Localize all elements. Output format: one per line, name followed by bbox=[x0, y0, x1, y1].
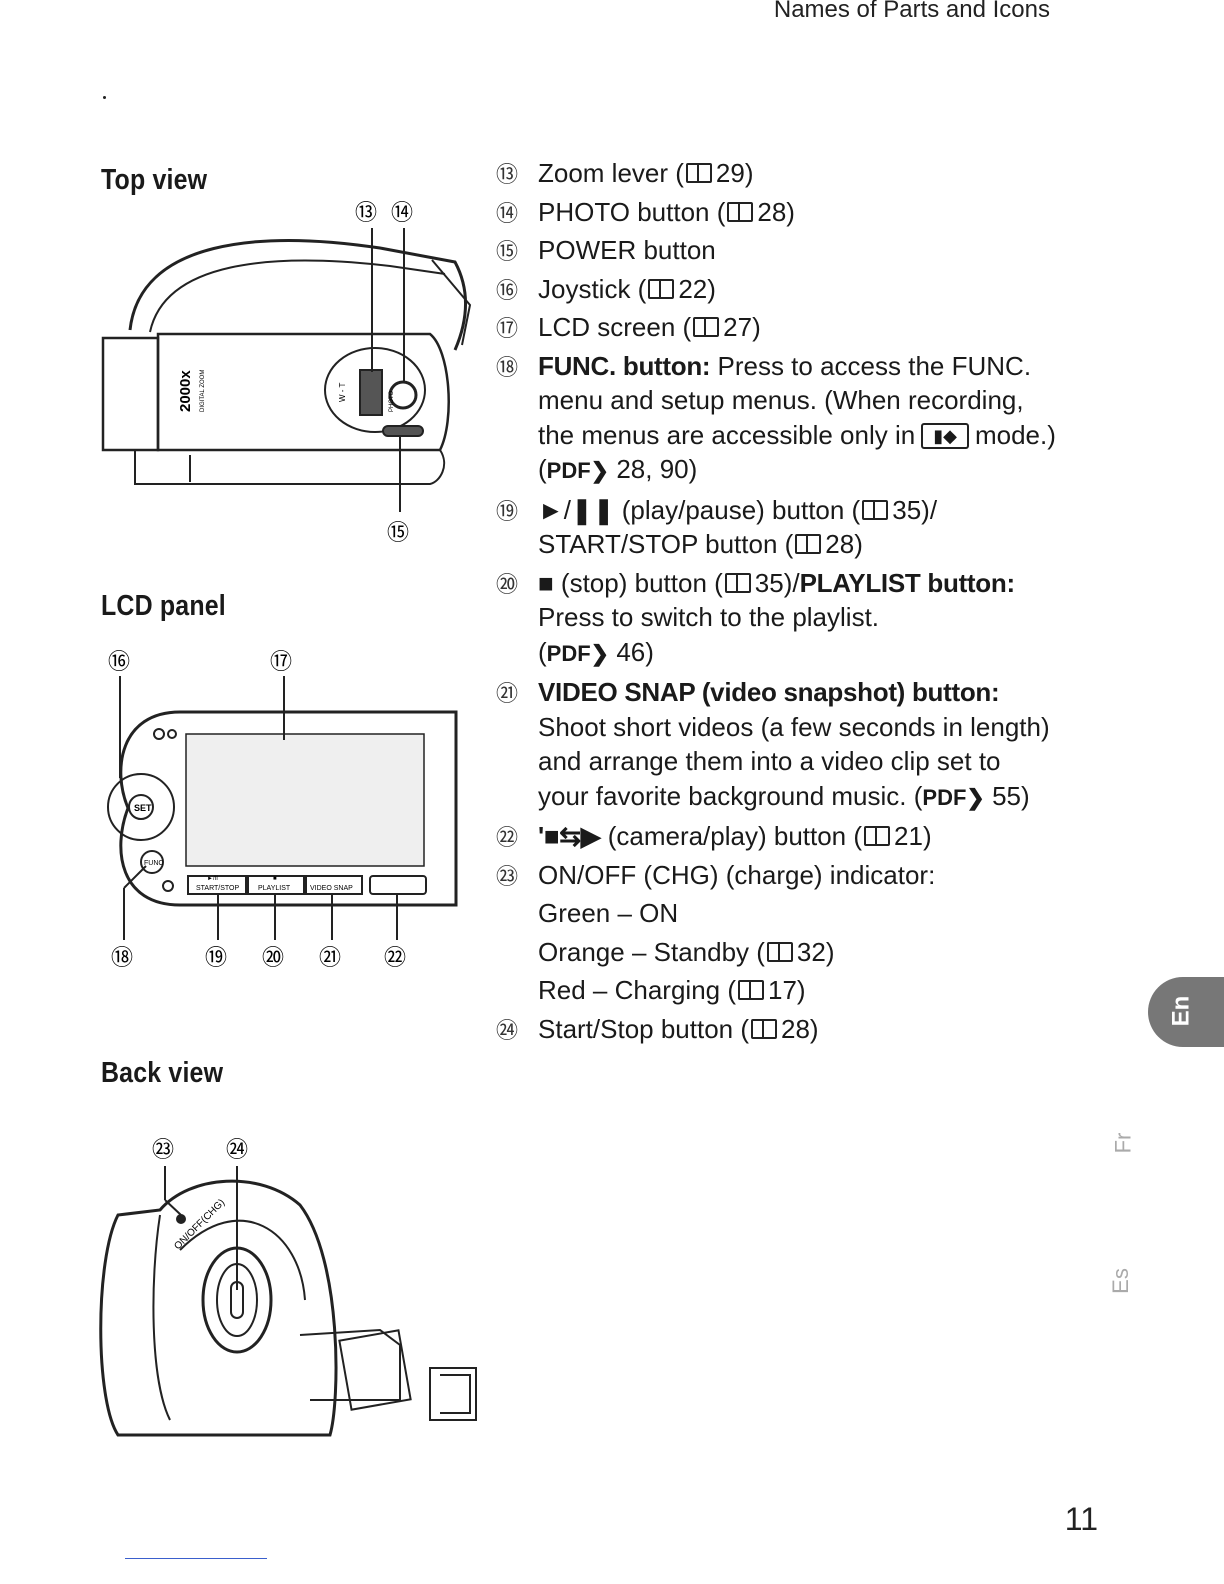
callout-21: ㉑ bbox=[319, 945, 341, 970]
section-title-lcd-panel: LCD panel bbox=[101, 590, 226, 622]
list-item: ㉑ VIDEO SNAP (video snapshot) button: Sh… bbox=[496, 677, 1050, 811]
callout-16: ⑯ bbox=[108, 649, 130, 674]
book-reference-icon bbox=[724, 572, 751, 593]
book-reference-icon bbox=[727, 201, 754, 222]
book-reference-icon bbox=[738, 980, 764, 1000]
pdf-reference-icon: PDF❯ bbox=[546, 640, 610, 666]
callout-13: ⑬ bbox=[355, 200, 377, 225]
footer-divider bbox=[125, 1558, 267, 1559]
list-item: ⑳ ■ (stop) button (35)/PLAYLIST button: … bbox=[496, 567, 1015, 667]
language-tab-fr[interactable]: Fr bbox=[1110, 1132, 1136, 1154]
list-item: ㉓ ON/OFF (CHG) (charge) indicator: bbox=[496, 858, 1056, 893]
item-number: ㉑ bbox=[496, 681, 519, 706]
item-number: ⑮ bbox=[496, 239, 519, 264]
indicator-state: Red – Charging (17) bbox=[538, 975, 806, 1005]
item-number: ⑲ bbox=[496, 498, 519, 524]
book-reference-icon bbox=[864, 826, 891, 846]
book-reference-icon bbox=[862, 499, 889, 520]
playlist-label: PLAYLIST bbox=[258, 885, 291, 892]
callout-14: ⑭ bbox=[391, 200, 413, 225]
set-label: SET bbox=[134, 803, 152, 813]
book-reference-icon bbox=[693, 317, 720, 337]
list-item: ⑯ Joystick (22) bbox=[496, 272, 1056, 307]
item-number: ⑳ bbox=[496, 571, 519, 597]
stray-dot bbox=[103, 96, 106, 99]
camera-mode-icon: ▮◆ bbox=[921, 422, 969, 449]
zoom-sub-label: DIGITAL ZOOM bbox=[200, 370, 206, 412]
photo-label: PHOTO bbox=[389, 390, 395, 412]
book-reference-icon bbox=[685, 163, 712, 183]
func-label: FUNC bbox=[144, 860, 163, 867]
callout-20: ⑳ bbox=[262, 945, 284, 970]
list-item: ㉔ Start/Stop button (28) bbox=[496, 1012, 1056, 1047]
book-reference-icon bbox=[751, 1018, 778, 1039]
item-number: ㉓ bbox=[496, 863, 519, 889]
parts-list: ⑬ Zoom lever (29) ⑭ PHOTO button (28) ⑮ … bbox=[496, 156, 1056, 1050]
pdf-reference-icon: PDF❯ bbox=[922, 784, 985, 810]
playlist-top-label: ■ bbox=[273, 876, 277, 882]
list-item: ⑰ LCD screen (27) bbox=[496, 310, 1056, 345]
zoom-label: 2000x bbox=[177, 370, 194, 412]
lcd-panel-illustration bbox=[107, 676, 458, 940]
callout-19: ⑲ bbox=[205, 945, 227, 970]
indicator-state: Orange – Standby (32) bbox=[538, 936, 835, 967]
indicator-state: Green – ON bbox=[538, 898, 679, 928]
book-reference-icon bbox=[648, 278, 675, 299]
list-item: ⑭ PHOTO button (28) bbox=[496, 195, 1056, 230]
start-stop-label: START/STOP bbox=[196, 885, 240, 892]
item-number: ㉔ bbox=[496, 1017, 519, 1043]
wt-label: W - T bbox=[338, 382, 347, 402]
book-reference-icon bbox=[766, 941, 793, 962]
item-number: ⑱ bbox=[496, 354, 519, 380]
callout-18: ⑱ bbox=[111, 945, 133, 970]
item-number: ⑬ bbox=[496, 162, 519, 187]
callout-24: ㉔ bbox=[226, 1137, 248, 1162]
list-item: ⑮ POWER button bbox=[496, 233, 1056, 268]
list-item: ⑱ FUNC. button: Press to access the FUNC… bbox=[496, 350, 1056, 485]
item-number: ⑰ bbox=[496, 316, 519, 341]
page-number: 11 bbox=[1064, 1501, 1098, 1537]
book-reference-icon bbox=[795, 534, 822, 554]
start-stop-top-label: ►/II bbox=[207, 876, 218, 882]
section-title-back-view: Back view bbox=[101, 1057, 224, 1089]
callout-17: ⑰ bbox=[270, 649, 292, 674]
page-header-title: Names of Parts and Icons bbox=[773, 0, 1050, 23]
item-number: ⑯ bbox=[496, 277, 519, 303]
item-number: ⑭ bbox=[496, 200, 519, 226]
callout-23: ㉓ bbox=[152, 1137, 174, 1162]
language-tab-en[interactable]: En bbox=[1148, 977, 1224, 1047]
section-title-top-view: Top view bbox=[101, 164, 208, 196]
video-snap-label: VIDEO SNAP bbox=[310, 885, 353, 892]
back-view-illustration bbox=[99, 1166, 477, 1437]
callout-15: ⑮ bbox=[387, 520, 409, 545]
list-item: ⑬ Zoom lever (29) bbox=[496, 156, 1056, 191]
list-item: ⑲ ►/❚❚ (play/pause) button (35)/ START/S… bbox=[496, 494, 938, 560]
list-item: ㉒ '■⇆▶ (camera/play) button (21) bbox=[496, 819, 1056, 854]
item-number: ㉒ bbox=[496, 825, 519, 850]
top-view-illustration bbox=[101, 228, 472, 512]
language-tab-es[interactable]: Es bbox=[1108, 1268, 1134, 1294]
pdf-reference-icon: PDF❯ bbox=[546, 458, 610, 483]
camera-play-icon: '■⇆▶ bbox=[538, 821, 601, 851]
callout-22: ㉒ bbox=[384, 945, 406, 970]
